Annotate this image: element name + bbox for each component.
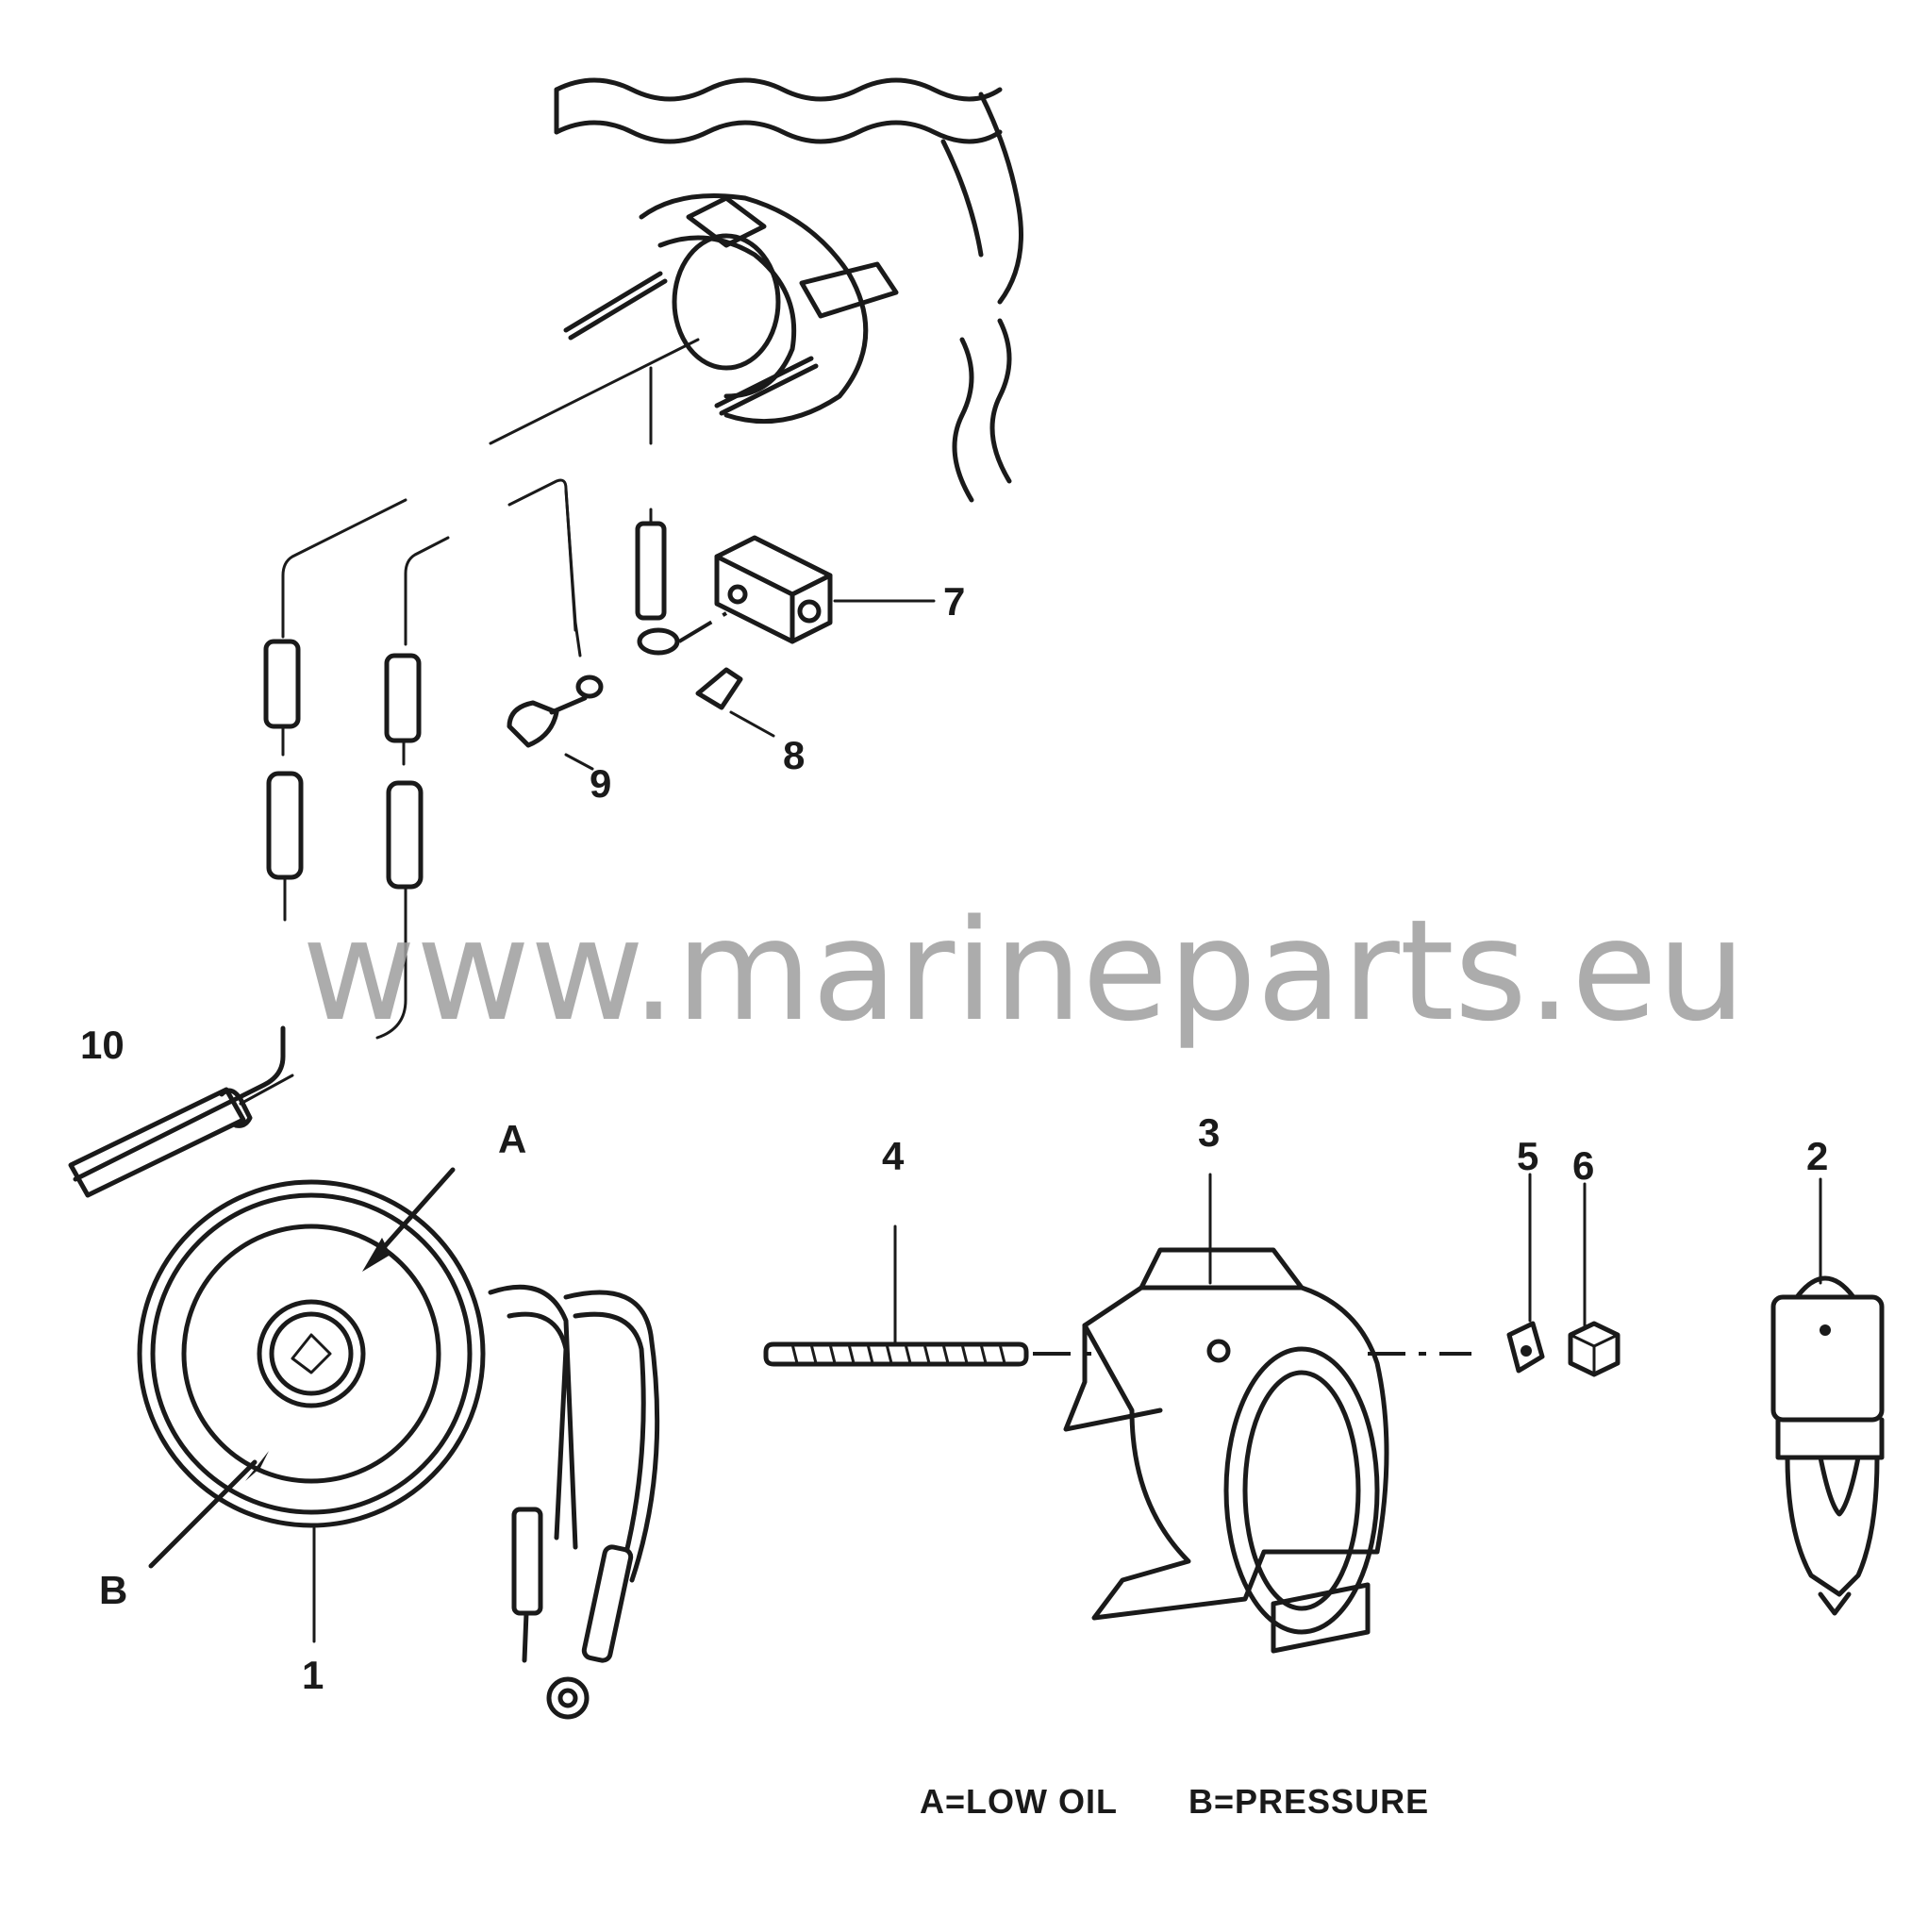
part-7-clip: [714, 535, 833, 644]
part-8-clip: [695, 667, 775, 738]
callout-a: A: [498, 1117, 526, 1161]
legend: A=LOW OIL B=PRESSURE: [920, 1782, 1429, 1821]
callout-3: 3: [1198, 1110, 1220, 1155]
legend-pressure: B=PRESSURE: [1188, 1782, 1429, 1821]
engine-block-outline: [554, 77, 1023, 503]
part-1-oil-sender: [137, 1167, 660, 1720]
callout-10: 10: [80, 1023, 125, 1067]
callout-8: 8: [783, 733, 805, 777]
callout-7: 7: [943, 579, 965, 624]
part-6-nut: [1568, 1182, 1621, 1377]
callout-labels: 7 8 9 10 A B 1 4 3 5 6 2: [80, 579, 1828, 1697]
part-4-screw: [763, 1224, 1217, 1367]
callout-9: 9: [590, 761, 611, 806]
bullet-connector-left: [263, 639, 304, 922]
callout-6: 6: [1572, 1143, 1594, 1188]
installed-sender-assembly: [489, 193, 899, 445]
legend-low-oil: A=LOW OIL: [920, 1782, 1118, 1821]
harness-wires: [281, 478, 653, 646]
part-5-washer: [1506, 1173, 1545, 1374]
callout-5: 5: [1517, 1134, 1538, 1178]
part-2-sender-switch: [1770, 1177, 1885, 1616]
part-10-wiring-harness: [68, 1025, 294, 1198]
watermark-text: www.marineparts.eu: [302, 890, 1746, 1052]
callout-1: 1: [302, 1653, 324, 1697]
sender-stem: [635, 521, 728, 656]
part-3-bracket: [1063, 1173, 1471, 1654]
bullet-connector-right: [375, 653, 424, 1040]
callout-b: B: [99, 1568, 127, 1612]
callout-4: 4: [882, 1134, 905, 1178]
part-9-screw: [507, 489, 604, 771]
callout-2: 2: [1806, 1134, 1828, 1178]
